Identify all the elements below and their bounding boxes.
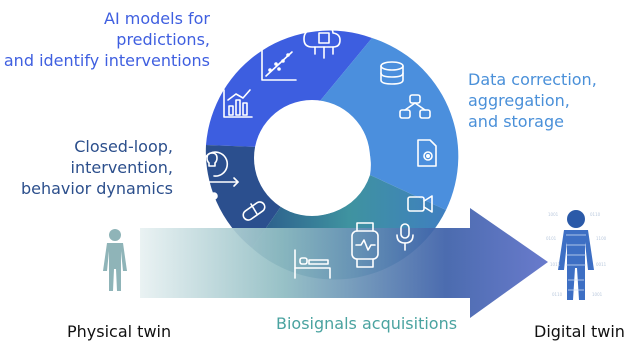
bar-line-chart-icon [223,89,253,118]
ring-segment-ai-models [206,30,372,147]
running-person-icon [203,192,218,219]
svg-text:0101: 0101 [546,236,557,241]
label-data-correction: Data correction, aggregation, and storag… [468,69,597,132]
svg-text:1001: 1001 [592,292,603,297]
label-ai-models: AI models for predictions, and identify … [4,8,210,71]
label-digital-twin: Digital twin [534,322,625,341]
label-closed-loop: Closed-loop, intervention, behavior dyna… [21,136,173,199]
svg-text:0110: 0110 [552,292,563,297]
label-closed-loop-line-3: behavior dynamics [20,179,173,198]
video-camera-icon [407,195,433,213]
microphone-icon [396,223,414,251]
bed-icon [294,249,331,279]
scatter-plot-icon [261,47,297,81]
human-figure-icon [103,229,127,291]
ring-segment-data-correction [315,38,459,210]
smartwatch-icon [351,222,379,268]
label-physical-twin: Physical twin [67,322,172,341]
network-nodes-icon [399,94,431,119]
svg-text:0110: 0110 [590,212,601,217]
svg-text:1100: 1100 [596,236,607,241]
svg-text:1011: 1011 [550,262,561,267]
label-data-correction-line-2: aggregation, [468,91,570,110]
label-data-correction-line-3: and storage [468,112,564,131]
label-closed-loop-line-1: Closed-loop, [74,137,173,156]
digital-human-icon: 1001 0110 0101 1100 1011 0011 0110 1001 [546,210,607,300]
database-icon [380,61,404,85]
digital-twin-code-texture: 1001 0110 0101 1100 1011 0011 0110 1001 [546,212,607,297]
settings-document-icon [417,139,437,167]
idea-cycle-icon [203,151,239,187]
label-data-correction-line-1: Data correction, [468,70,597,89]
label-ai-models-line-2: predictions, [116,30,210,49]
label-closed-loop-line-2: intervention, [70,158,173,177]
label-ai-models-line-1: AI models for [104,9,210,28]
label-biosignals: Biosignals acquisitions [276,314,458,333]
svg-text:0011: 0011 [596,262,607,267]
transformation-arrow [140,208,548,318]
svg-text:1001: 1001 [548,212,559,217]
cloud-chip-icon [303,23,341,59]
pill-icon [242,201,266,221]
label-ai-models-line-3: and identify interventions [3,51,210,70]
